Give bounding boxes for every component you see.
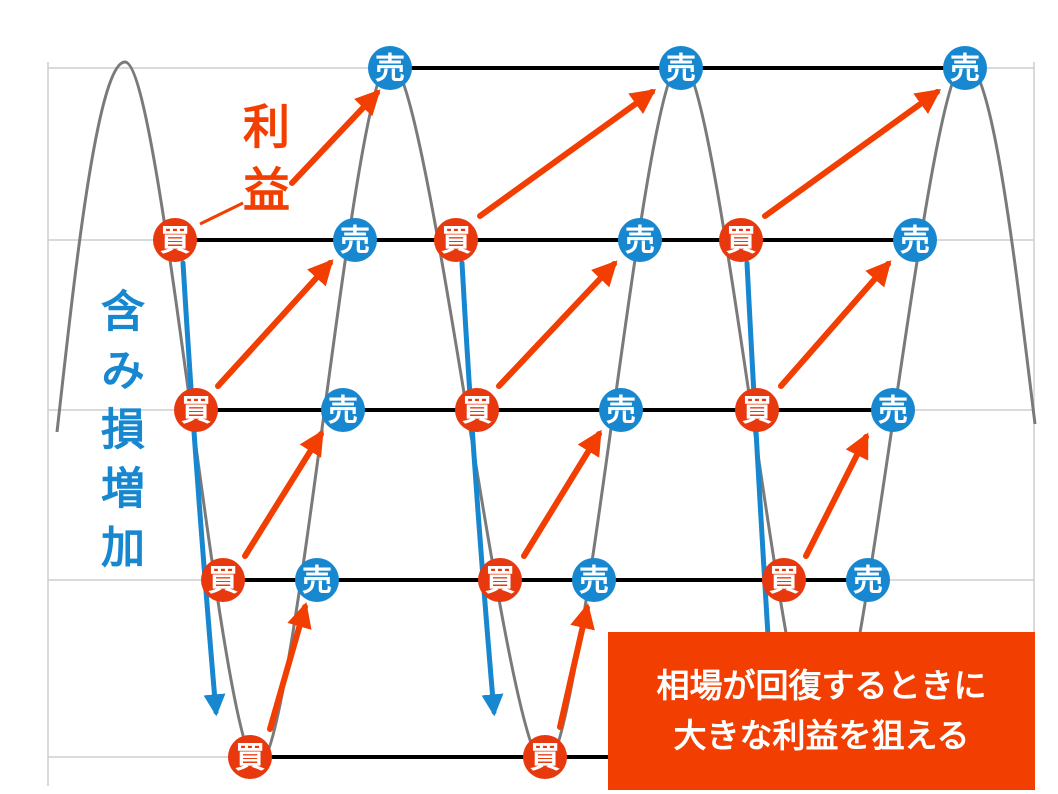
unrealized-loss-arrow (180, 260, 226, 717)
sell-circle (943, 46, 987, 90)
sell-circle (893, 218, 937, 262)
buy-marker: 買 (762, 558, 806, 602)
sell-glyph: 売 (950, 53, 980, 86)
sell-marker: 売 (321, 388, 365, 432)
buy-marker: 買 (455, 388, 499, 432)
buy-marker: 買 (478, 558, 522, 602)
profit-arrow (521, 429, 602, 559)
sell-circle (871, 388, 915, 432)
buy-marker: 買 (228, 735, 272, 779)
profit-arrow (242, 429, 324, 559)
buy-glyph: 買 (441, 225, 471, 258)
sell-glyph: 売 (900, 225, 930, 258)
buy-glyph: 買 (462, 395, 492, 428)
sell-glyph: 売 (625, 225, 655, 258)
buy-glyph: 買 (742, 395, 772, 428)
buy-circle (523, 735, 567, 779)
unrealized-loss-label: 含み損増加 (94, 288, 143, 583)
profit-arrow (267, 602, 312, 732)
buy-circle (174, 388, 218, 432)
sell-glyph: 売 (666, 53, 696, 86)
buy-glyph: 買 (530, 742, 560, 775)
buy-circle (762, 558, 806, 602)
unrealized-loss-arrow (459, 260, 504, 717)
buy-glyph: 買 (208, 565, 238, 598)
sell-marker: 売 (871, 388, 915, 432)
profit-arrow (477, 89, 657, 219)
sell-circle (846, 558, 890, 602)
trades-layer: 売売売買売買売買売買売買売買売買売買売買売買買 (153, 46, 987, 779)
sell-circle (618, 218, 662, 262)
sell-glyph: 売 (328, 395, 358, 428)
sell-circle (295, 558, 339, 602)
sell-glyph: 売 (878, 395, 908, 428)
sell-circle (321, 388, 365, 432)
sell-glyph: 売 (606, 395, 636, 428)
sell-marker: 売 (659, 46, 703, 90)
buy-marker: 買 (201, 558, 245, 602)
buy-circle (719, 218, 763, 262)
buy-circle (434, 218, 478, 262)
buy-circle (153, 218, 197, 262)
buy-marker: 買 (735, 388, 779, 432)
profit-arrow (762, 89, 942, 219)
sell-marker: 売 (846, 558, 890, 602)
profit-label: 利益 (236, 102, 289, 228)
profit-arrow (215, 259, 334, 389)
buy-circle (201, 558, 245, 602)
highlight-banner: 相場が回復するときに 大きな利益を狙える (608, 632, 1035, 790)
profit-label-leader (199, 201, 244, 226)
buy-glyph: 買 (769, 565, 799, 598)
buy-circle (735, 388, 779, 432)
buy-circle (455, 388, 499, 432)
buy-marker: 買 (719, 218, 763, 262)
buy-glyph: 買 (235, 742, 265, 775)
profit-arrow (803, 432, 869, 559)
sell-marker: 売 (572, 558, 616, 602)
profit-arrow (557, 603, 595, 730)
profit-arrow (778, 260, 892, 389)
buy-glyph: 買 (160, 225, 190, 258)
buy-glyph: 買 (485, 565, 515, 598)
sell-glyph: 売 (340, 225, 370, 258)
sell-marker: 売 (333, 218, 377, 262)
buy-circle (478, 558, 522, 602)
sell-marker: 売 (618, 218, 662, 262)
buy-marker: 買 (153, 218, 197, 262)
sell-circle (659, 46, 703, 90)
buy-circle (228, 735, 272, 779)
sell-circle (572, 558, 616, 602)
buy-glyph: 買 (726, 225, 756, 258)
sell-marker: 売 (599, 388, 643, 432)
sell-circle (599, 388, 643, 432)
buy-marker: 買 (174, 388, 218, 432)
sell-circle (368, 46, 412, 90)
sell-marker: 売 (943, 46, 987, 90)
sell-glyph: 売 (375, 53, 405, 86)
buy-marker: 買 (434, 218, 478, 262)
sell-marker: 売 (368, 46, 412, 90)
profit-arrow (496, 260, 618, 389)
sell-glyph: 売 (302, 565, 332, 598)
banner-line-2: 大きな利益を狙える (673, 717, 970, 754)
sell-circle (333, 218, 377, 262)
buy-glyph: 買 (181, 395, 211, 428)
sell-glyph: 売 (853, 565, 883, 598)
buy-marker: 買 (523, 735, 567, 779)
sell-glyph: 売 (579, 565, 609, 598)
banner-line-1: 相場が回復するときに (656, 667, 987, 705)
profit-arrow (289, 89, 381, 186)
sell-marker: 売 (295, 558, 339, 602)
sell-marker: 売 (893, 218, 937, 262)
